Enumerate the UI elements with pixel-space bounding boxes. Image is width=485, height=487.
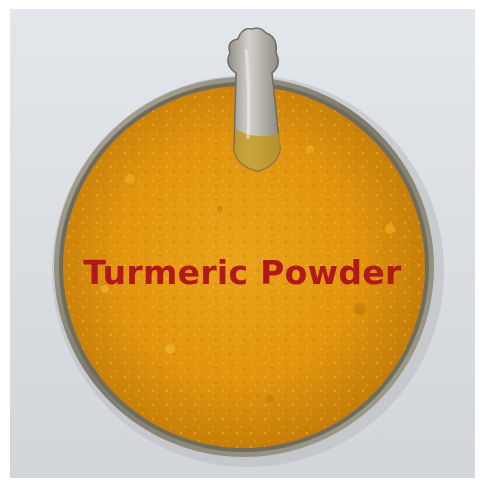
powder-texture <box>63 86 425 448</box>
metal-scoop <box>227 27 281 172</box>
powder-clumps <box>101 145 395 403</box>
product-caption: Turmeric Powder <box>83 253 402 292</box>
turmeric-bowl-illustration <box>52 27 444 467</box>
product-photo: Turmeric Powder <box>10 9 475 478</box>
